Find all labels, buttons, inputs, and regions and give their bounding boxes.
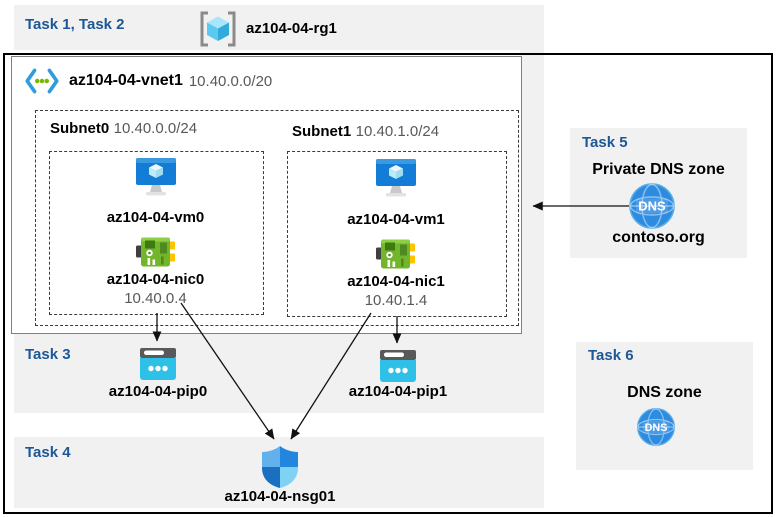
nic0-label: az104-04-nic0 xyxy=(106,271,205,288)
dns-zone-icon-text: DNS xyxy=(645,422,668,434)
vm1-label: az104-04-vm1 xyxy=(347,211,445,228)
dns-zone-icon: DNS xyxy=(636,407,676,447)
pip0-icon xyxy=(140,348,176,380)
pip0-label: az104-04-pip0 xyxy=(108,383,208,400)
private-dns-zone-name: contoso.org xyxy=(612,229,705,246)
task4-label: Task 4 xyxy=(25,444,71,461)
task6-label: Task 6 xyxy=(588,347,634,364)
task3-band xyxy=(14,333,544,413)
vnet-cidr: 10.40.0.0/20 xyxy=(188,72,273,90)
resource-group-icon xyxy=(198,10,238,48)
virtual-network-icon xyxy=(24,67,60,95)
nic1-ip: 10.40.1.4 xyxy=(364,292,428,309)
nic1-label: az104-04-nic1 xyxy=(347,273,445,290)
vm1-icon xyxy=(373,157,419,201)
vnet-box xyxy=(11,56,522,334)
task6-box xyxy=(576,342,753,470)
dns-zone-title: DNS zone xyxy=(627,384,702,401)
task3-label: Task 3 xyxy=(25,346,71,363)
nic0-icon xyxy=(136,235,176,269)
tasks12-band xyxy=(14,5,544,50)
vm0-label: az104-04-vm0 xyxy=(106,209,205,226)
subnets-outer-boundary xyxy=(35,110,519,326)
vnet-name: az104-04-vnet1 xyxy=(69,72,183,89)
task5-label: Task 5 xyxy=(582,134,628,151)
private-dns-icon: DNS xyxy=(628,182,676,230)
tasks12-label: Task 1, Task 2 xyxy=(25,16,125,33)
nic1-icon xyxy=(376,237,416,271)
nsg-shield-icon xyxy=(261,446,299,488)
subnet0-label: Subnet0 10.40.0.0/24 xyxy=(50,120,198,137)
subnet1-label: Subnet1 10.40.1.0/24 xyxy=(292,123,440,140)
nic0-ip: 10.40.0.4 xyxy=(124,290,187,307)
pip1-icon xyxy=(380,350,416,382)
private-dns-zone-title: Private DNS zone xyxy=(592,161,725,178)
pip1-label: az104-04-pip1 xyxy=(348,383,448,400)
resource-group-name: az104-04-rg1 xyxy=(246,20,337,37)
private-dns-icon-text: DNS xyxy=(638,199,666,214)
vnet-header: az104-04-vnet1 10.40.0.0/20 xyxy=(24,67,272,95)
vm0-icon xyxy=(133,156,179,200)
nsg-label: az104-04-nsg01 xyxy=(224,488,336,505)
